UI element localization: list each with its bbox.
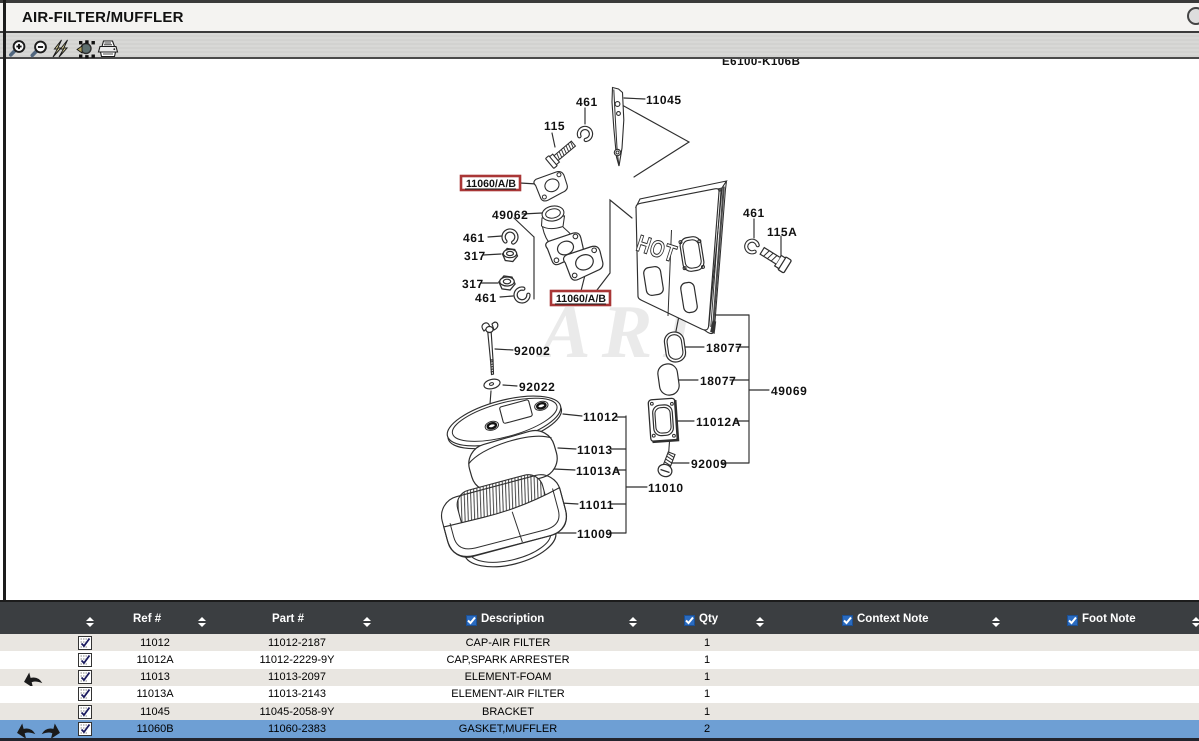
svg-text:11009: 11009 — [577, 527, 613, 541]
svg-text:461: 461 — [576, 95, 598, 109]
svg-text:18077: 18077 — [700, 374, 736, 388]
svg-text:11060/A/B: 11060/A/B — [556, 293, 606, 305]
svg-text:461: 461 — [463, 231, 485, 245]
svg-text:18077: 18077 — [706, 341, 742, 355]
svg-text:461: 461 — [743, 206, 765, 220]
svg-text:49069: 49069 — [771, 384, 807, 398]
svg-text:11010: 11010 — [648, 481, 684, 495]
svg-text:11013: 11013 — [577, 443, 613, 457]
svg-text:115: 115 — [544, 119, 565, 133]
svg-text:11013A: 11013A — [576, 464, 621, 478]
svg-text:461: 461 — [475, 291, 497, 305]
svg-text:49062: 49062 — [492, 208, 528, 222]
svg-text:11011: 11011 — [579, 498, 614, 512]
svg-text:11012A: 11012A — [696, 415, 741, 429]
svg-text:115A: 115A — [767, 225, 797, 239]
svg-text:317: 317 — [464, 249, 486, 263]
svg-text:92009: 92009 — [691, 457, 727, 471]
svg-text:317: 317 — [462, 277, 484, 291]
svg-text:11045: 11045 — [646, 93, 682, 107]
svg-text:E6100-K106B: E6100-K106B — [722, 56, 800, 68]
svg-text:11012: 11012 — [583, 410, 619, 424]
svg-text:92022: 92022 — [519, 380, 555, 394]
svg-text:11060/A/B: 11060/A/B — [466, 178, 516, 190]
svg-text:92002: 92002 — [514, 344, 550, 358]
